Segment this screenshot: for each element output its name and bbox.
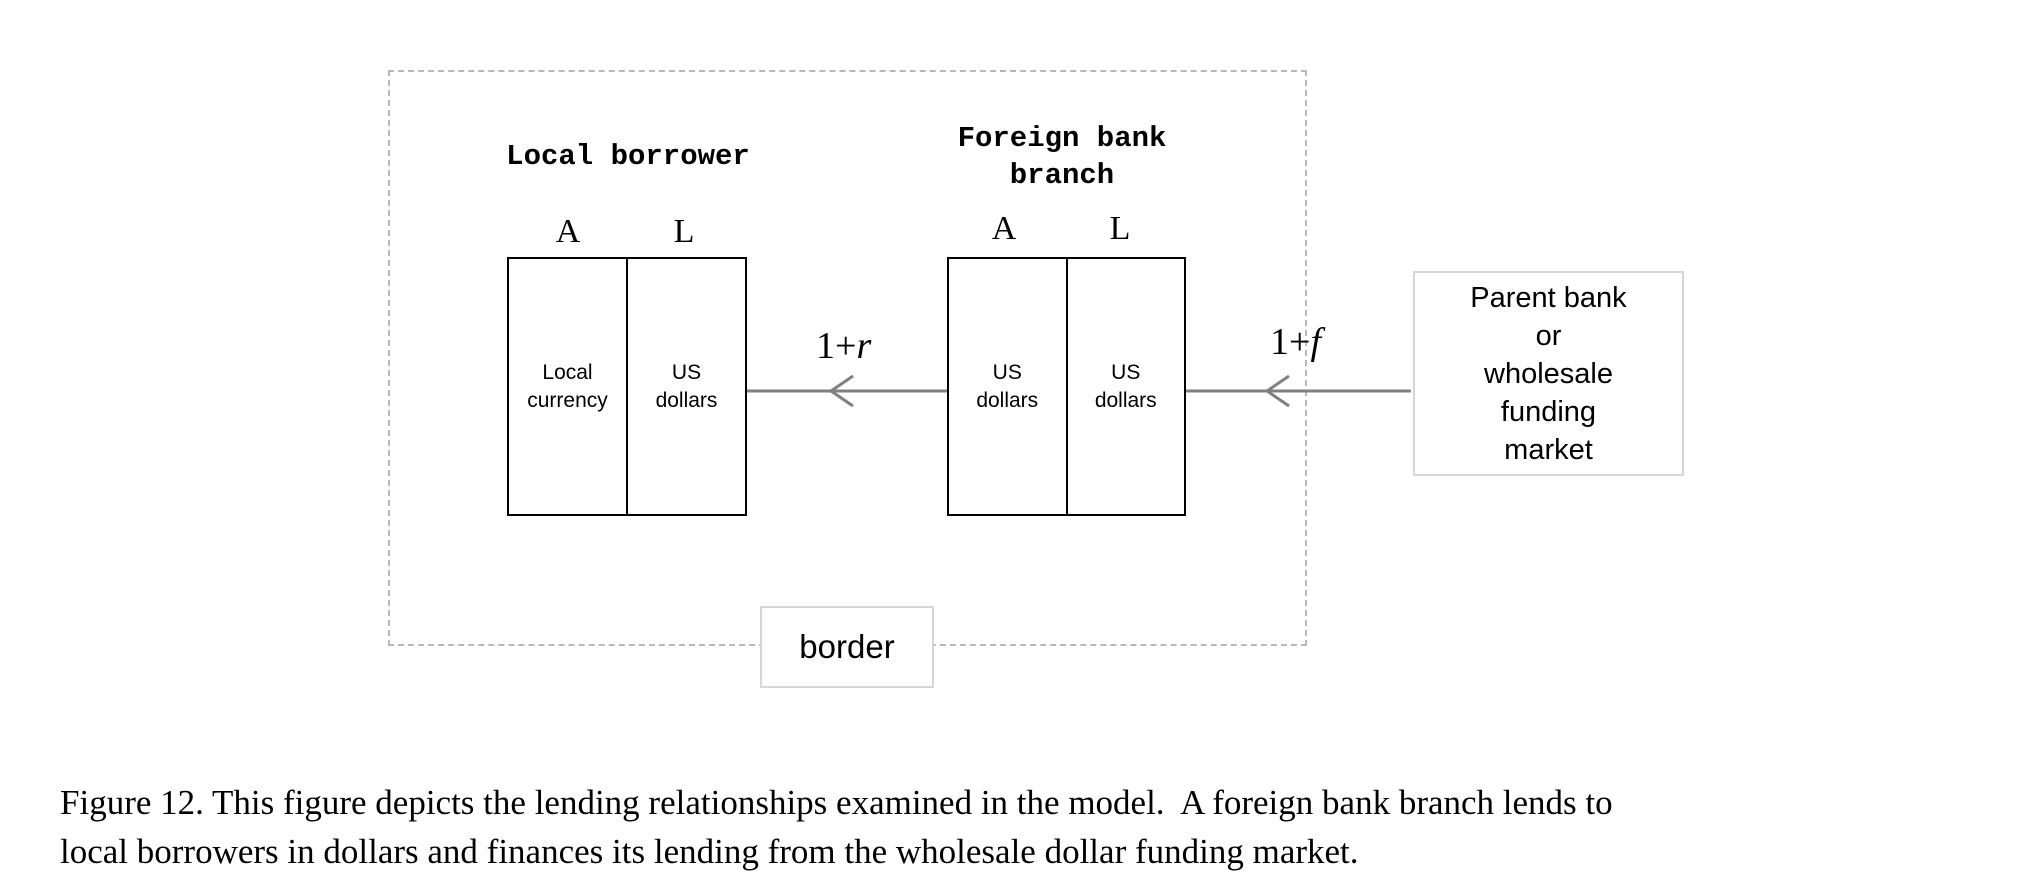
- caption-line-2: local borrowers in dollars and finances …: [60, 832, 1359, 871]
- parent-line: or: [1535, 319, 1562, 352]
- foreign-branch-title: Foreign bank branch: [912, 120, 1212, 194]
- local-borrower-asset-header: A: [555, 213, 581, 250]
- cell-line: currency: [527, 388, 608, 412]
- parent-bank-box: Parent bank or wholesale funding market: [1413, 271, 1684, 476]
- rate-variable: r: [856, 325, 872, 367]
- cell-line: US: [671, 360, 702, 384]
- local-borrower-asset-cell: Local currency: [509, 259, 626, 514]
- cell-line: Local: [542, 360, 593, 384]
- cell-line: US: [992, 360, 1022, 384]
- rate-variable: f: [1310, 321, 1321, 363]
- foreign-branch-title-line: Foreign bank: [957, 122, 1167, 155]
- arrow-branch-to-borrower-head: [828, 374, 854, 408]
- borrower-rate-label: 1+r: [816, 324, 871, 368]
- foreign-branch-liability-cell: US dollars: [1065, 259, 1185, 514]
- funding-rate-label: 1+f: [1270, 320, 1321, 364]
- cell-line: dollars: [1094, 388, 1157, 412]
- parent-line: wholesale: [1484, 357, 1613, 390]
- caption-line-1: Figure 12. This figure depicts the lendi…: [60, 783, 1613, 822]
- foreign-branch-title-line: branch: [1009, 159, 1115, 192]
- local-borrower-title: Local borrower: [506, 140, 750, 173]
- figure-caption: Figure 12. This figure depicts the lendi…: [60, 778, 2020, 876]
- rate-prefix: 1+: [1270, 321, 1311, 363]
- cell-line: US: [1111, 360, 1141, 384]
- foreign-branch-asset-cell: US dollars: [949, 259, 1066, 514]
- rate-prefix: 1+: [816, 325, 857, 367]
- cell-line: dollars: [976, 388, 1039, 412]
- foreign-branch-balance-sheet: US dollars US dollars: [947, 257, 1186, 516]
- local-borrower-liability-cell: US dollars: [626, 259, 745, 514]
- foreign-branch-asset-header: A: [991, 210, 1017, 247]
- border-label: border: [760, 606, 934, 688]
- local-borrower-liability-header: L: [673, 213, 695, 250]
- foreign-branch-liability-header: L: [1109, 210, 1131, 247]
- cell-line: dollars: [655, 388, 718, 412]
- parent-line: market: [1504, 433, 1593, 466]
- parent-line: Parent bank: [1470, 281, 1627, 314]
- parent-line: funding: [1500, 395, 1597, 428]
- local-borrower-balance-sheet: Local currency US dollars: [507, 257, 747, 516]
- arrow-parent-to-branch-head: [1264, 374, 1290, 408]
